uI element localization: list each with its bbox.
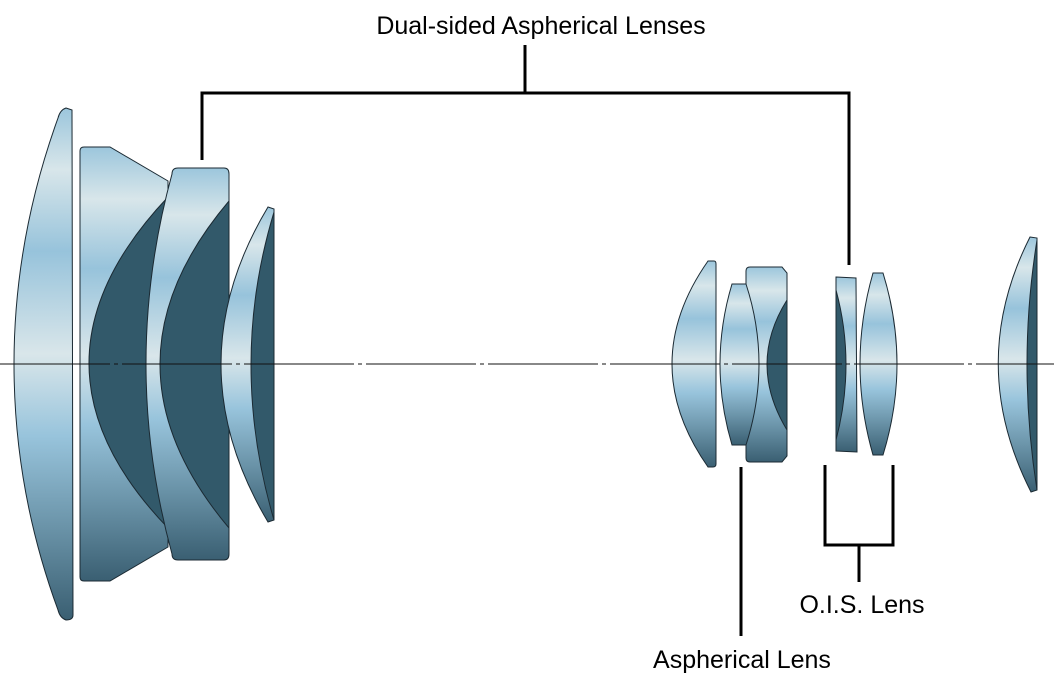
aspherical-label: Aspherical Lens <box>653 646 831 674</box>
dual-sided-label: Dual-sided Aspherical Lenses <box>376 12 705 40</box>
lens-7-concave <box>766 298 788 432</box>
dual-sided-bracket <box>200 45 851 265</box>
lens-8-concave <box>835 289 847 441</box>
lens-10-concave <box>1026 239 1038 491</box>
ois-bracket <box>823 465 895 582</box>
lens-4-concave <box>250 211 275 521</box>
lens-2-concave <box>88 195 169 530</box>
ois-label: O.I.S. Lens <box>799 591 924 619</box>
